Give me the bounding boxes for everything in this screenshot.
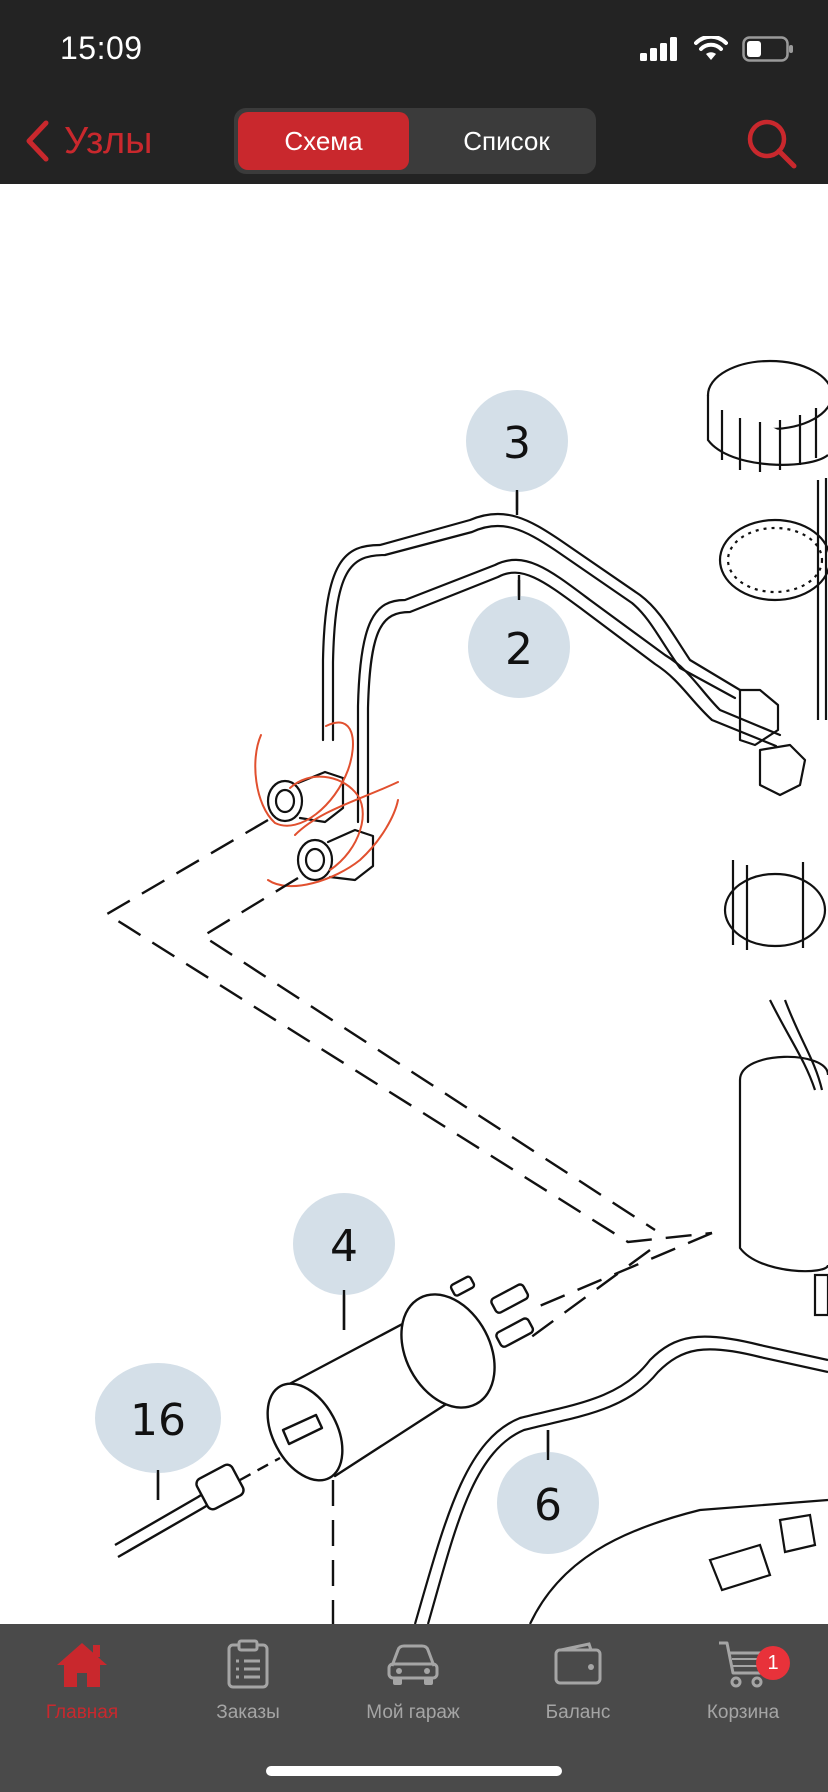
tab-balance-label: Баланс [545,1702,611,1723]
nav-bar: Узлы Схема Список [0,100,828,184]
tab-balance[interactable]: Баланс [503,1634,653,1744]
wifi-icon [694,36,728,60]
signal-icon [640,37,677,61]
callout-3[interactable]: 3 [503,418,531,469]
status-time: 15:09 [60,30,143,66]
battery-icon [742,36,793,62]
status-bar: 15:09 [0,0,828,100]
home-icon [52,1634,112,1694]
car-icon [383,1634,443,1694]
view-segmented-control: Схема Список [234,108,596,174]
search-button[interactable] [744,116,798,170]
diagram-canvas: 3 2 4 16 6 [95,359,828,1624]
back-label: Узлы [64,119,153,162]
home-indicator [266,1766,562,1776]
status-icons [640,36,794,62]
cart-badge: 1 [756,1646,790,1680]
search-icon [747,119,797,169]
tab-orders[interactable]: Заказы [173,1634,323,1744]
clipboard-icon [218,1634,278,1694]
callout-16[interactable]: 16 [130,1395,186,1446]
tab-orders-label: Заказы [216,1702,280,1723]
parts-diagram[interactable]: 3 2 4 16 6 [0,184,828,1624]
segment-scheme[interactable]: Схема [238,112,409,170]
callout-2[interactable]: 2 [505,624,533,675]
back-button[interactable]: Узлы [24,116,153,166]
wallet-icon [548,1634,608,1694]
tab-home[interactable]: Главная [7,1634,157,1744]
tab-home-label: Главная [45,1702,119,1723]
tab-bar: Главная Заказы Мой гараж [0,1624,828,1792]
tab-garage[interactable]: Мой гараж [338,1634,488,1744]
callout-6[interactable]: 6 [534,1480,562,1531]
tab-cart[interactable]: 1 Корзина [668,1634,818,1744]
callouts: 3 2 4 16 6 [95,390,599,1554]
tab-garage-label: Мой гараж [366,1702,460,1723]
tab-cart-label: Корзина [706,1702,780,1723]
segment-list[interactable]: Список [463,125,550,156]
chevron-left-icon [26,120,49,162]
callout-4[interactable]: 4 [330,1221,358,1272]
